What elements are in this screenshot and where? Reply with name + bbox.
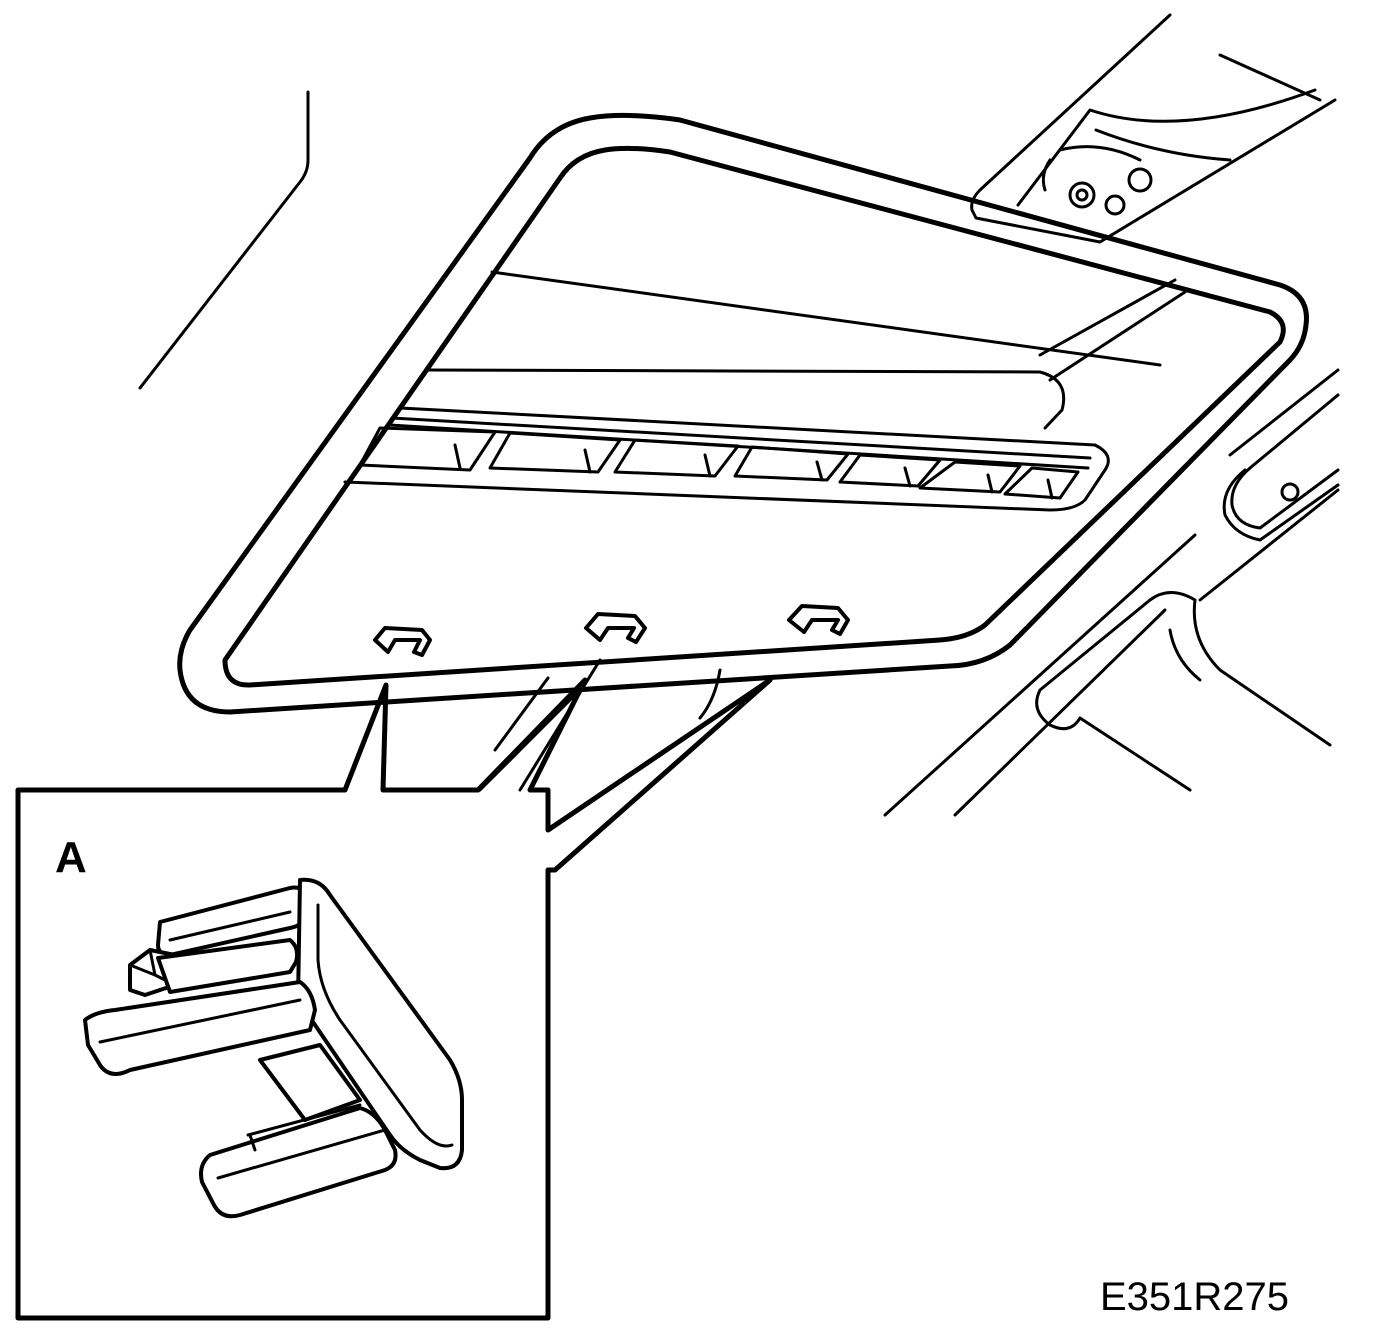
vent-slots bbox=[358, 426, 1080, 500]
windshield-edge-line bbox=[138, 90, 310, 390]
sunroof-frame-outer bbox=[177, 112, 1309, 715]
sunroof-opening-inner bbox=[222, 145, 1286, 688]
leader-lines bbox=[478, 658, 722, 792]
detail-box-A bbox=[15, 677, 773, 1321]
roof-structure-right bbox=[883, 368, 1340, 817]
frame-clips bbox=[373, 604, 850, 657]
callout-letter-A: A bbox=[55, 833, 87, 882]
clip-detail bbox=[83, 877, 464, 1219]
overhead-console bbox=[970, 13, 1337, 244]
figure-code: E351R275 bbox=[1100, 1275, 1289, 1319]
sunshade-panel bbox=[343, 270, 1187, 512]
